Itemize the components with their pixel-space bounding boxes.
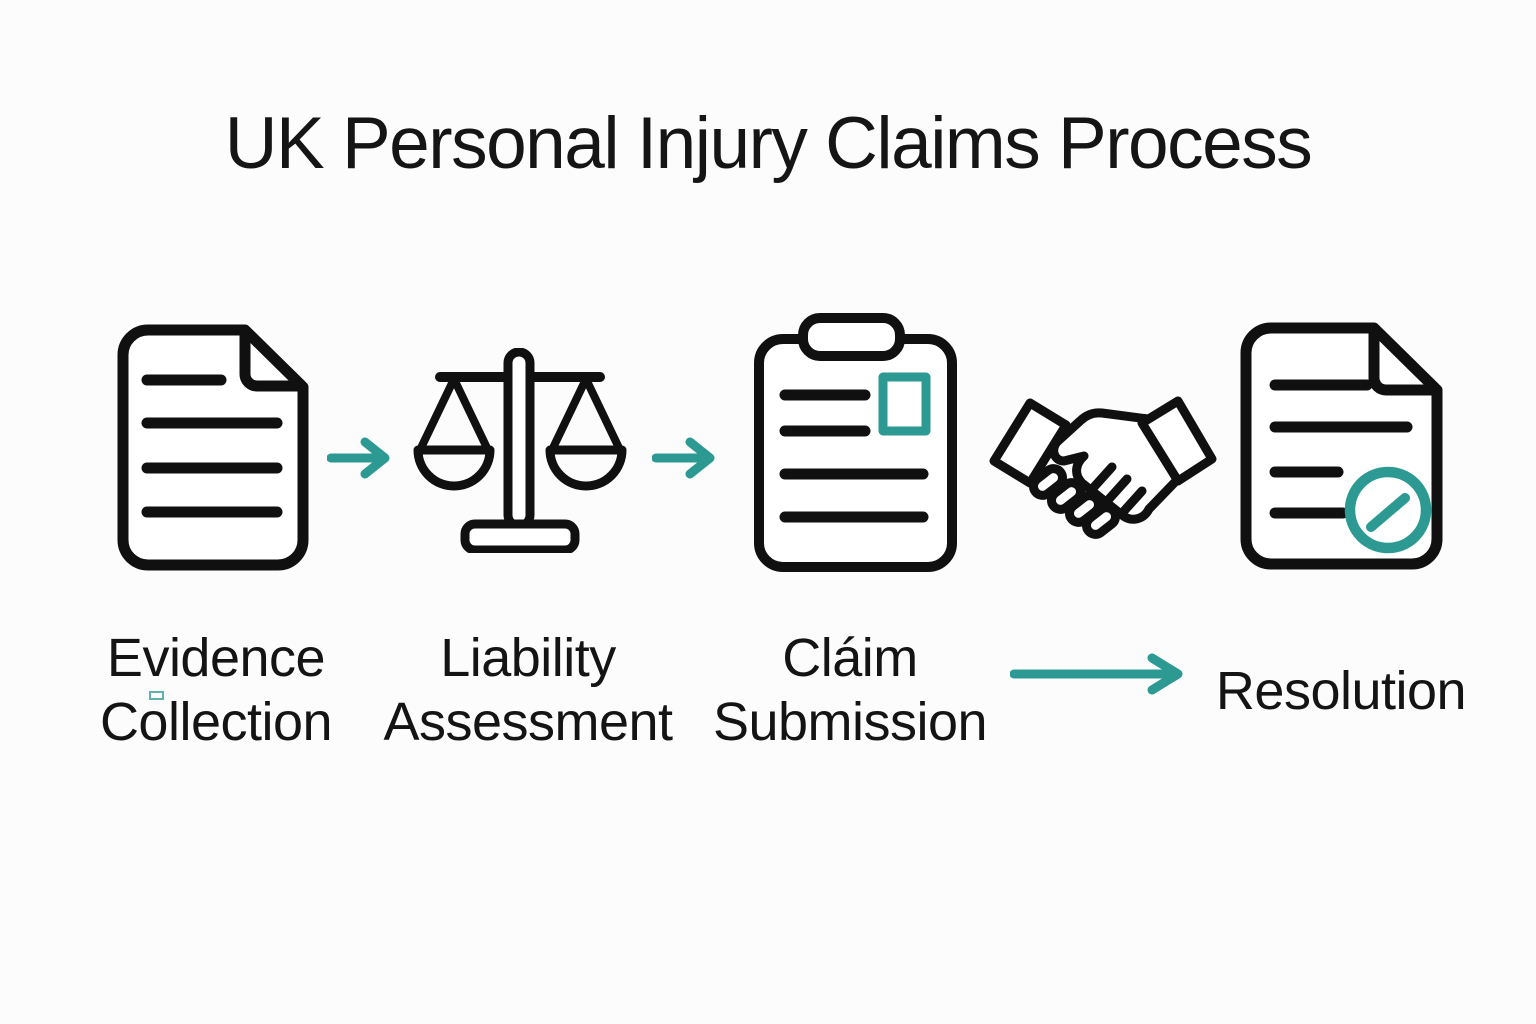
stray-teal-mark [149, 691, 164, 700]
step-label-line: Evidence [106, 628, 326, 688]
step-label-line: Cláim [782, 628, 918, 688]
page-title: UK Personal Injury Claims Process [224, 103, 1313, 184]
arrow-right-icon [327, 436, 397, 480]
arrow-right-icon [652, 436, 722, 480]
scales-of-justice-icon [410, 348, 630, 553]
document-icon [117, 324, 309, 571]
step-label-line: Collection [99, 692, 333, 752]
clipboard-icon [753, 313, 958, 573]
step-label-liability-assessment: Liability Assessment [353, 626, 703, 754]
arrow-right-icon [1010, 650, 1195, 696]
step-label-line: Liability [440, 628, 616, 688]
handshake-icon [988, 395, 1218, 555]
approved-document-icon [1240, 322, 1443, 570]
step-label-resolution: Resolution [1191, 659, 1491, 723]
step-label-evidence-collection: Evidence Collection [41, 626, 391, 754]
step-label-line: Submission [712, 692, 988, 752]
step-label-claim-submission: Cláim Submission [675, 626, 1025, 754]
step-label-line: Assessment [383, 692, 673, 752]
step-label-line: Resolution [1215, 661, 1467, 721]
